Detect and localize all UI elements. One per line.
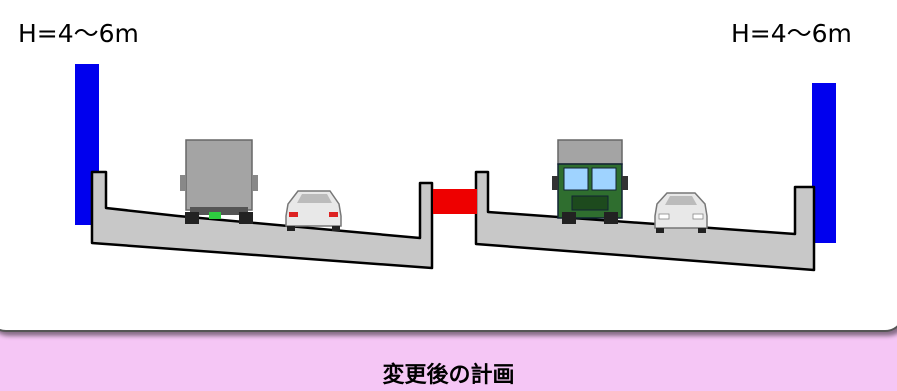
- median-joint: [433, 189, 477, 214]
- caption-title: 変更後の計画: [382, 363, 515, 388]
- left-barrier-height-label: H=4～6m: [18, 19, 139, 48]
- left-truck: [180, 139, 258, 224]
- right-truck: [552, 139, 628, 224]
- right-car: [654, 192, 708, 233]
- right-barrier-height-label: H=4～6m: [731, 19, 852, 48]
- right-road-deck: [474, 170, 816, 272]
- left-road-deck: [90, 170, 434, 270]
- road-cross-section: [75, 64, 836, 272]
- left-car: [285, 190, 342, 231]
- diagram-panel: [0, 0, 897, 332]
- right-noise-barrier: [812, 83, 836, 243]
